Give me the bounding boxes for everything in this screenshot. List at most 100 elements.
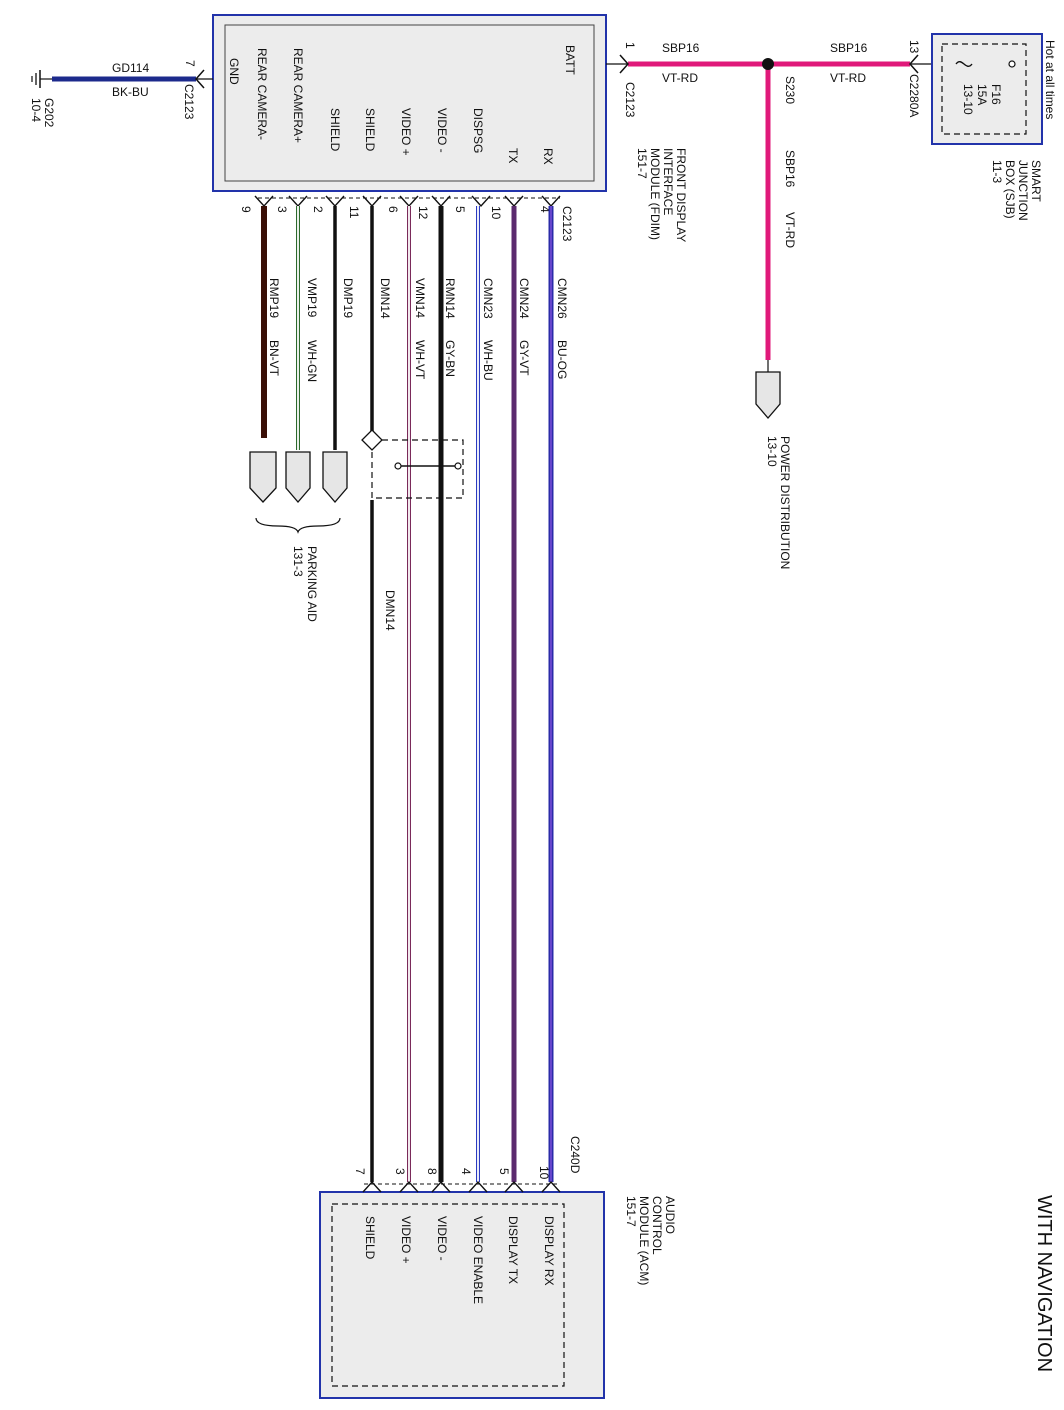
fdim-arrow <box>541 195 561 208</box>
fdim-inner-box <box>224 24 595 182</box>
fdim-module <box>212 14 607 192</box>
sjb-name-line-2: JUNCTION <box>1016 160 1030 221</box>
fdim-pin-label: DISPSG <box>471 108 485 153</box>
splice-label: S230 <box>783 76 797 104</box>
acm-module <box>319 1191 605 1399</box>
fdim-pin-number: 12 <box>416 206 430 220</box>
fdim-pin-rear-camera-plus: REAR CAMERA+ 3 VMP19 WH-GN <box>275 48 319 382</box>
fdim-pin-label: VIDEO + <box>399 108 413 156</box>
fuse-ref: 13-10 <box>961 84 975 115</box>
acm-pin-label: VIDEO ENABLE <box>471 1216 485 1304</box>
acm-box <box>319 1191 605 1399</box>
fdim-name-line-4: 151-7 <box>635 148 649 179</box>
acm-name: AUDIO CONTROL MODULE (ACM) 151-7 <box>624 1196 677 1285</box>
fuse-terminal-icon <box>1008 60 1016 68</box>
acm-pin-label: SHIELD <box>363 1216 377 1260</box>
twisted-pair-shield <box>361 429 464 499</box>
fdim-wire-circuit: VMP19 <box>305 278 319 318</box>
fdim-box <box>212 14 607 192</box>
fdim-pin-number: 2 <box>311 206 325 213</box>
ground-circuit-label: GD114 <box>112 61 149 75</box>
acm-name-line-3: MODULE (ACM) <box>637 1196 651 1285</box>
acm-pin-label: DISPLAY RX <box>542 1216 556 1286</box>
fdim-bottom-connectors <box>254 195 561 208</box>
batt-pin-number: 1 <box>623 42 637 49</box>
fdim-wire-circuit: RMP19 <box>267 278 281 318</box>
parking-aid-connector <box>249 451 277 503</box>
power-circuit-down: SBP16 <box>783 150 797 188</box>
fdim-name-line-3: MODULE (FDIM) <box>648 148 662 240</box>
acm-arrow <box>431 1180 451 1193</box>
acm-name-line-1: AUDIO <box>663 1196 677 1234</box>
fdim-pin-shield-1: SHIELD 11 DMN14 <box>347 108 392 319</box>
sjb-connector-arrow <box>908 54 919 74</box>
ground-color-label: BK-BU <box>112 85 149 99</box>
power-distribution-ref: 13-10 <box>765 436 779 467</box>
fdim-wire-color: GY-VT <box>517 340 531 376</box>
fdim-pin-label: RX <box>541 148 555 165</box>
acm-pin-number: 3 <box>393 1168 407 1175</box>
fdim-bottom-connector-label: C2123 <box>560 206 574 242</box>
acm-pin-number: 5 <box>497 1168 511 1175</box>
parking-aid-ref: 131-3 <box>291 546 305 577</box>
parking-aid-connector <box>285 451 311 503</box>
fdim-pin-label: VIDEO - <box>435 108 449 153</box>
fdim-wire-color: WH-VT <box>413 340 427 380</box>
sjb-name-line-1: SMART <box>1029 160 1043 202</box>
fdim-pin-number: 3 <box>275 206 289 213</box>
acm-pin-number: 4 <box>459 1168 473 1175</box>
acm-arrow <box>399 1180 419 1193</box>
power-circuit-right: SBP16 <box>830 41 868 55</box>
fdim-pin-tx: TX 10 CMN24 GY-VT <box>489 148 531 376</box>
power-color-down: VT-RD <box>783 212 797 248</box>
fdim-arrow <box>471 195 491 208</box>
fdim-pin-video-plus: VIDEO + 6 VMN14 WH-VT <box>386 108 427 380</box>
fdim-pin-number: 6 <box>386 206 400 213</box>
hot-at-all-times: Hot at all times <box>1043 40 1057 119</box>
fdim-wire-circuit: CMN26 <box>555 278 569 319</box>
fdim-pin-label: SHIELD <box>363 108 377 152</box>
acm-pin-video-plus: 3 VIDEO + <box>393 1168 413 1264</box>
fdim-wire-circuit: DMN14 <box>378 278 392 319</box>
sjb-inner-box <box>941 43 1027 135</box>
fdim-wire-circuit: CMN23 <box>481 278 495 319</box>
batt-connector-label: C2123 <box>623 82 637 118</box>
page-title: WITH NAVIGATION <box>1033 1195 1055 1372</box>
sjb-name-line-4: 11-3 <box>990 160 1004 183</box>
fdim-pin-label: SHIELD <box>328 108 342 152</box>
acm-top-connectors <box>362 1180 561 1193</box>
fdim-pin-label: REAR CAMERA- <box>255 48 269 140</box>
acm-pin-video-minus: 8 VIDEO - <box>425 1168 449 1261</box>
fdim-name-line-2: INTERFACE <box>661 148 675 215</box>
power-circuit <box>606 54 1012 419</box>
fdim-wire-color: WH-GN <box>305 340 319 382</box>
twist-end <box>454 462 462 470</box>
acm-arrow <box>362 1180 382 1193</box>
fdim-pin-number: 5 <box>453 206 467 213</box>
fdim-pin-video-minus: VIDEO - 12 RMN14 GY-BN <box>416 108 457 377</box>
acm-pin-label: DISPLAY TX <box>506 1216 520 1284</box>
parking-aid-wires <box>249 206 348 534</box>
fdim-pin-number: 9 <box>239 206 253 213</box>
fdim-name-line-1: FRONT DISPLAY <box>674 148 688 242</box>
fdim-wire-color: BU-OG <box>555 340 569 379</box>
acm-name-line-4: 151-7 <box>624 1196 638 1227</box>
acm-arrow <box>541 1180 561 1193</box>
fdim-batt-label: BATT <box>563 45 577 75</box>
sjb-pin-number: 13 <box>907 40 921 54</box>
parking-aid-label: PARKING AID <box>305 546 319 622</box>
fdim-pin-dispsg: DISPSG 5 CMN23 WH-BU <box>453 108 495 381</box>
fdim-pin-number: 10 <box>489 206 503 220</box>
acm-pin-number: 8 <box>425 1168 439 1175</box>
fuse-name: F16 <box>989 84 1003 105</box>
acm-pin-video-enable: 4 VIDEO ENABLE <box>459 1168 485 1304</box>
acm-name-line-2: CONTROL <box>650 1196 664 1255</box>
fdim-arrow <box>288 195 308 208</box>
parking-aid-connector <box>322 451 348 503</box>
fdim-wire-color: BN-VT <box>267 340 281 377</box>
fdim-pin-number: 11 <box>347 206 361 219</box>
acm-connector-label: C240D <box>568 1136 582 1174</box>
ground-pin-number: 7 <box>183 60 197 67</box>
acm-pin-number: 7 <box>353 1168 367 1175</box>
ground-point-label: G202 <box>42 98 56 128</box>
